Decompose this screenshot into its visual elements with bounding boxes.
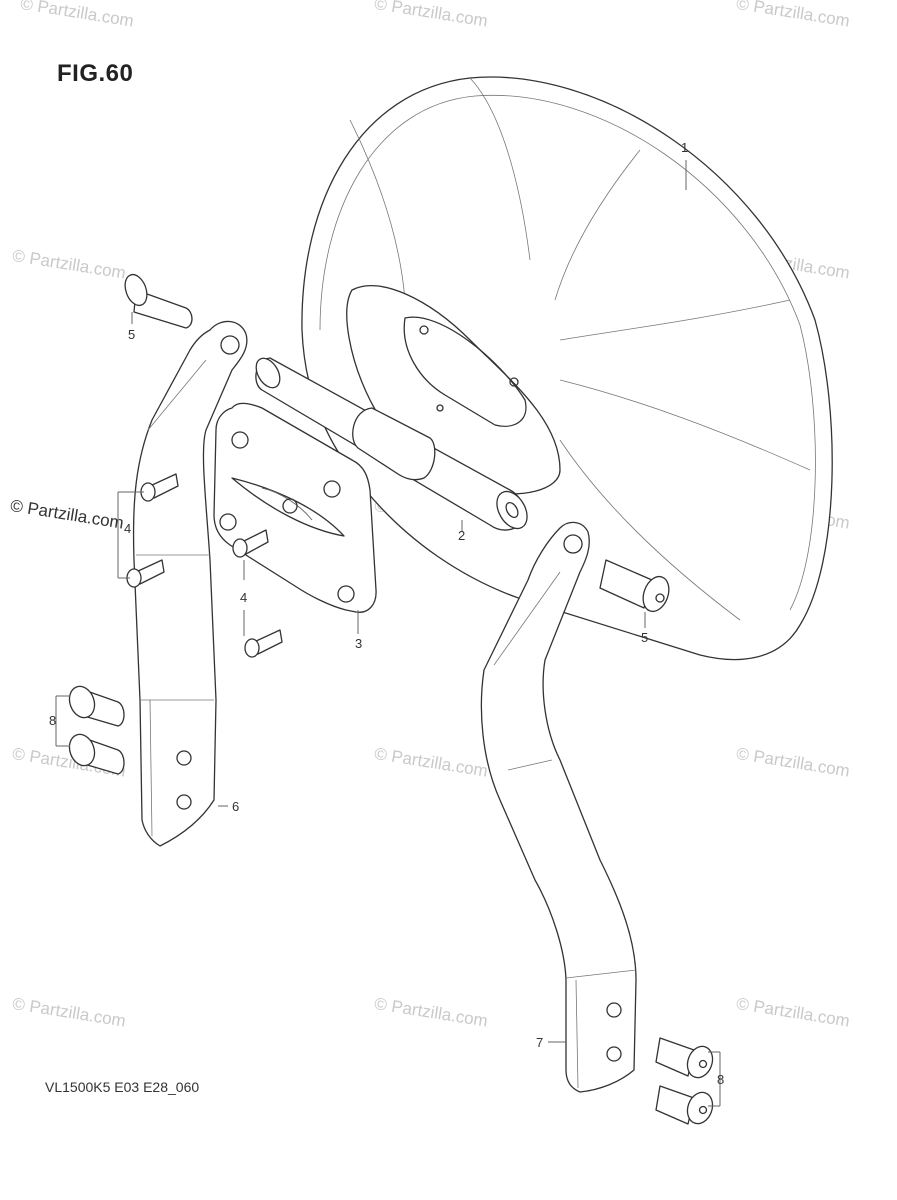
leader-lines (55, 160, 721, 1107)
callout-right-bracket: 7 (536, 1035, 544, 1050)
emblem-plate (213, 402, 377, 613)
callout-left-bracket: 6 (232, 799, 240, 814)
diagram-code: VL1500K5 E03 E28_060 (45, 1079, 200, 1095)
bolt-plate-lower (244, 629, 283, 658)
pin-bolt-left (124, 273, 193, 329)
callout-bolt-bracket: 4 (124, 521, 132, 536)
callout-flange-bolts-right: 8 (717, 1072, 725, 1087)
figure-title: FIG.60 (57, 60, 134, 87)
callout-emblem-plate: 3 (355, 636, 363, 651)
right-bracket (480, 521, 637, 1093)
callout-bar: 2 (458, 528, 466, 543)
callout-flange-bolts-left: 8 (49, 713, 57, 728)
pin-bolt-right (599, 559, 670, 613)
callout-pin-bolt-right: 5 (641, 630, 649, 645)
flange-bolt-right-top (655, 1037, 714, 1079)
callout-pin-bolt-left: 5 (128, 327, 136, 342)
flange-bolt-left-bottom (68, 733, 125, 775)
bolt-plate-upper (232, 529, 269, 558)
flange-bolt-left-top (68, 685, 125, 727)
left-bracket (132, 320, 248, 847)
callout-backrest-pad: 1 (681, 140, 689, 155)
flange-bolt-right-bottom (655, 1085, 714, 1125)
bolt-bracket-upper (140, 473, 179, 502)
backrest-bar (255, 357, 528, 531)
callout-bolt-plate: 4 (240, 590, 248, 605)
